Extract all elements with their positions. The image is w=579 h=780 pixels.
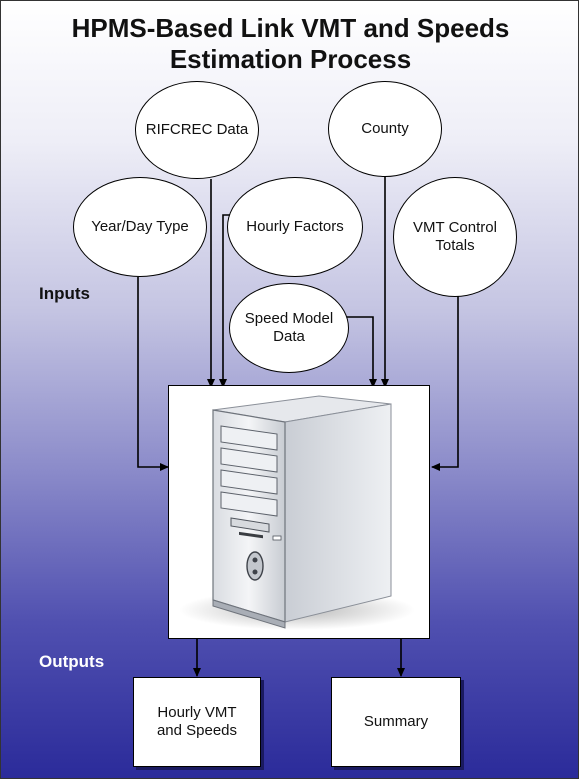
process-computer-box bbox=[168, 385, 430, 639]
arrow-vmt-control-to-computer bbox=[431, 281, 459, 471]
input-county-label: County bbox=[361, 120, 409, 137]
input-vmt-control-totals: VMT Control Totals bbox=[393, 177, 517, 297]
input-year-day-type: Year/Day Type bbox=[73, 177, 207, 277]
input-year-day-type-label: Year/Day Type bbox=[91, 218, 189, 235]
input-speed-model-data: Speed Model Data bbox=[229, 283, 349, 373]
output-summary-label: Summary bbox=[363, 713, 429, 730]
input-hourly-factors: Hourly Factors bbox=[227, 177, 363, 277]
input-rifcrec-data: RIFCREC Data bbox=[135, 81, 259, 179]
input-rifcrec-data-label: RIFCREC Data bbox=[145, 121, 249, 138]
input-county: County bbox=[328, 81, 442, 177]
outputs-section-label: Outputs bbox=[39, 652, 105, 671]
input-hourly-factors-label: Hourly Factors bbox=[246, 218, 344, 235]
input-vmt-control-totals-label: VMT Control Totals bbox=[413, 219, 497, 254]
inputs-section-label: Inputs bbox=[39, 284, 90, 303]
output-summary: Summary bbox=[331, 677, 461, 767]
arrow-speed-model-to-computer bbox=[347, 316, 377, 388]
output-hourly-vmt-and-speeds: Hourly VMT and Speeds bbox=[133, 677, 261, 767]
input-speed-model-data-label: Speed Model Data bbox=[244, 310, 334, 345]
output-hourly-vmt-and-speeds-label: Hourly VMT and Speeds bbox=[156, 704, 238, 739]
diagram-title-line-1: HPMS-Based Link VMT and Speeds bbox=[71, 13, 510, 43]
arrow-year-day-type-to-computer bbox=[137, 277, 169, 471]
desktop-computer-tower-icon bbox=[179, 395, 415, 630]
diagram-title-line-2: Estimation Process bbox=[169, 44, 412, 74]
